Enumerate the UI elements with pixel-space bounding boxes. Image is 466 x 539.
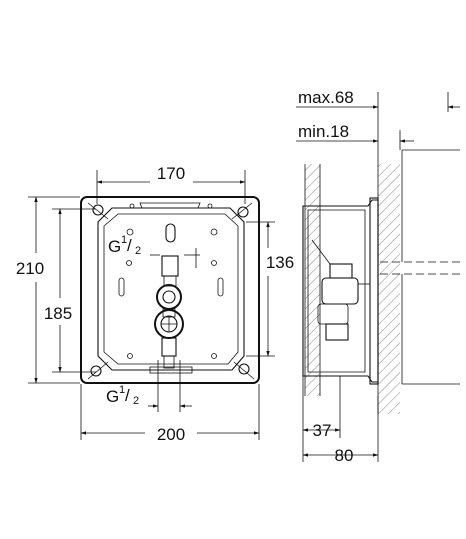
corner-tab-top-right: [231, 202, 253, 220]
inner-box-wall: [103, 213, 239, 365]
dimension-depth-80: 80: [302, 396, 379, 465]
dimension-width-inner: 170: [96, 164, 246, 204]
side-slot-right: [217, 277, 224, 297]
dimension-height-inner: 185: [44, 208, 96, 373]
dimension-depth-min: min.18: [296, 122, 414, 150]
corner-tab-bottom-left: [87, 361, 109, 380]
svg-text:G: G: [106, 387, 119, 406]
side-slot-left: [118, 277, 125, 297]
dimension-width-outer: 200: [80, 384, 260, 444]
box-inner-profile: [307, 209, 366, 373]
svg-text:2: 2: [135, 245, 141, 257]
dim-label-80: 80: [335, 446, 354, 465]
side-view: [302, 149, 460, 414]
svg-text:2: 2: [133, 395, 139, 407]
bottom-rail: [149, 366, 193, 374]
dimension-height-outer: 210: [16, 196, 80, 384]
dim-label-185: 185: [44, 304, 72, 323]
corner-tab-top-left: [87, 202, 109, 220]
mounting-slot: [165, 223, 176, 243]
top-rail: [139, 202, 201, 209]
dimension-depth-37: 37: [302, 376, 341, 462]
dim-label-min18: min.18: [298, 122, 349, 141]
dimension-depth-max: max.68: [296, 88, 460, 164]
inner-box-outline: [97, 207, 245, 371]
svg-text:1: 1: [119, 384, 125, 396]
svg-text:1: 1: [121, 234, 127, 246]
outer-mounting-plate: [80, 196, 260, 384]
valve-assembly: [154, 255, 184, 369]
dim-label-170: 170: [157, 164, 185, 183]
wall-hatch-right: [378, 164, 400, 414]
svg-text:/: /: [125, 386, 130, 405]
wall-hatch-left: [305, 164, 320, 396]
thread-label-bottom: G 1 / 2: [106, 384, 139, 407]
dim-label-200: 200: [157, 425, 185, 444]
thread-label-top: G 1 / 2: [108, 234, 141, 257]
dim-label-136: 136: [266, 253, 294, 272]
dim-label-210: 210: [16, 259, 44, 278]
dim-label-37: 37: [313, 421, 332, 440]
corner-tab-bottom-right: [233, 361, 255, 380]
mounting-holes: [126, 203, 218, 359]
valve-side-assembly: [311, 239, 370, 341]
svg-text:G: G: [108, 237, 121, 256]
dimension-height-mid: 136: [246, 221, 294, 357]
svg-text:/: /: [127, 236, 132, 255]
front-flange: [369, 197, 379, 385]
valve-connector-upper: [156, 284, 182, 310]
front-view: [80, 196, 260, 412]
dim-label-max68: max.68: [298, 88, 354, 107]
